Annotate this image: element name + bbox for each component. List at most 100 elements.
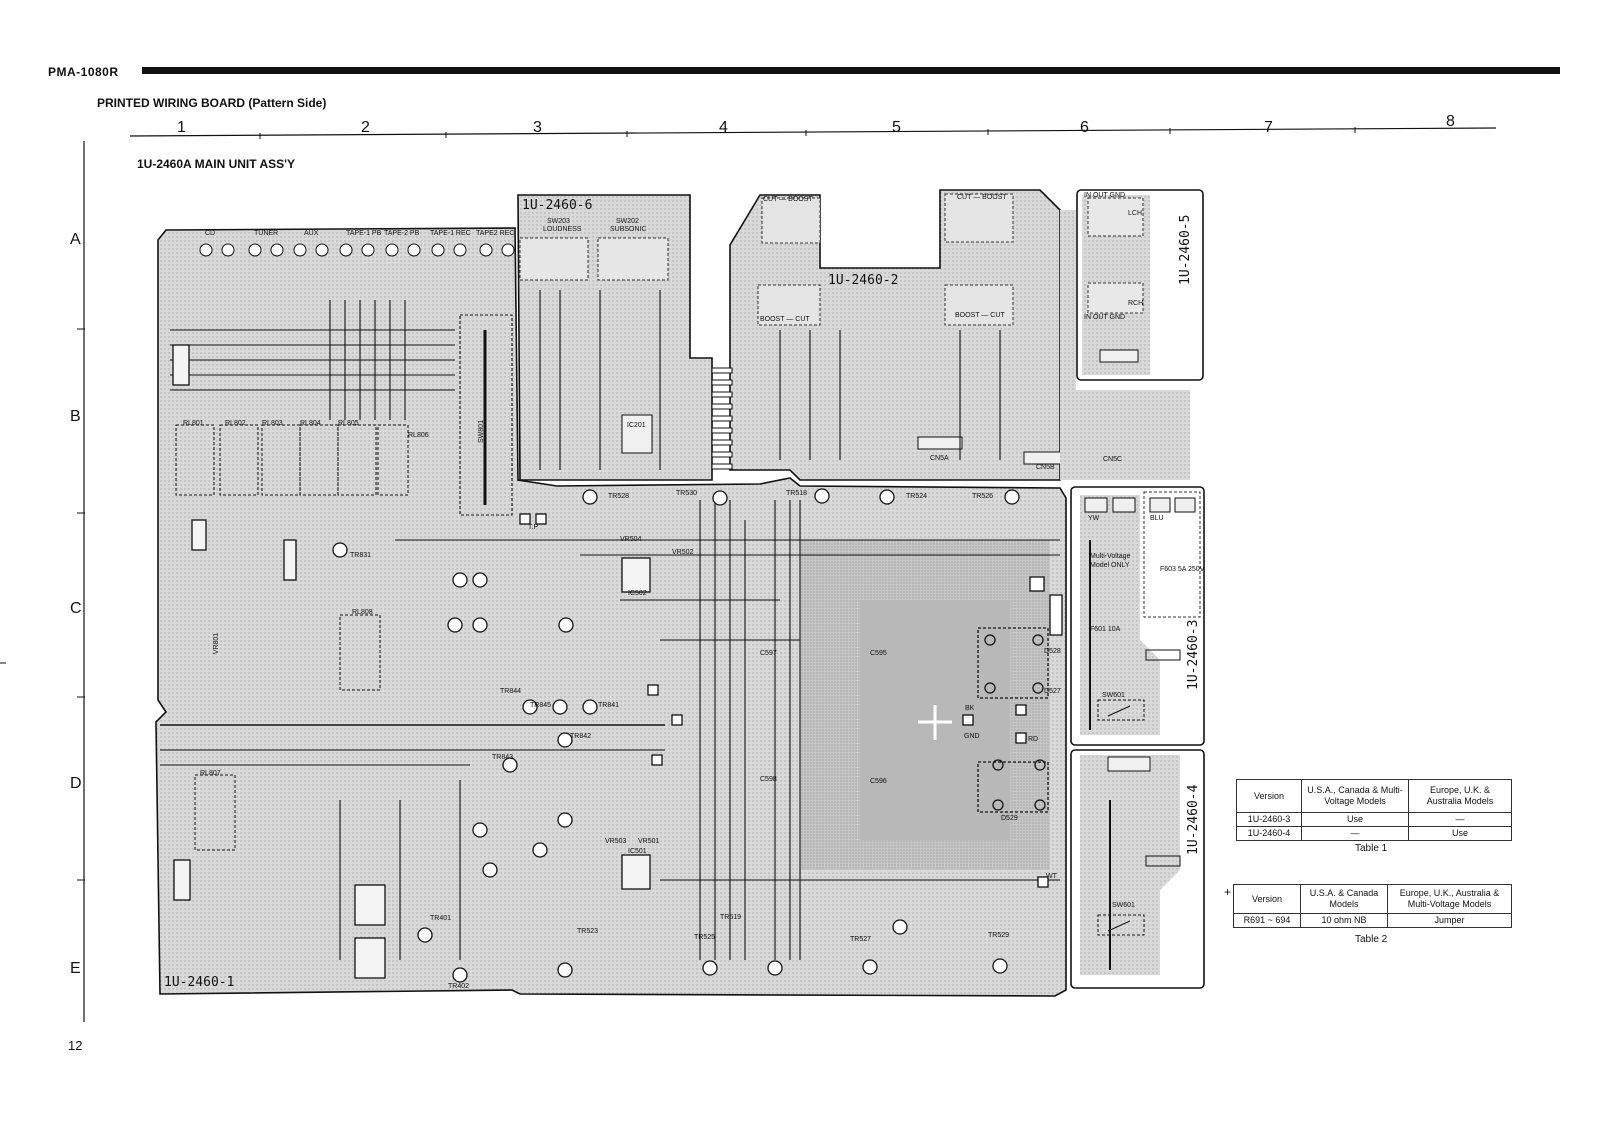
label-f601: F601 10A xyxy=(1090,626,1121,633)
label-in-out-gnd-2: IN OUT GND xyxy=(1084,314,1126,321)
label-tr831: TR831 xyxy=(350,552,372,559)
version-table-2: Version U.S.A. & Canada Models Europe, U… xyxy=(1233,884,1512,928)
label-tr525: TR525 xyxy=(694,934,716,941)
label-tp: T.P xyxy=(528,524,539,531)
table-cell: Europe, U.K. & Australia Models xyxy=(1408,779,1512,813)
grid-row-e: E xyxy=(70,960,81,977)
label-bk: BK xyxy=(965,705,975,712)
board-label-4: 1U-2460-4 xyxy=(1186,784,1201,855)
label-vr504: VR504 xyxy=(620,536,642,543)
label-loudness: LOUDNESS xyxy=(543,226,582,233)
label-ic201: IC201 xyxy=(627,422,646,429)
grid-col-2: 2 xyxy=(361,119,370,136)
table-2-mark: + xyxy=(1224,885,1232,899)
label-in-out-gnd: IN OUT GND xyxy=(1084,192,1126,199)
label-rl802: RL802 xyxy=(225,420,246,427)
table-cell: 1U-2460-3 xyxy=(1236,812,1302,827)
board-1u-2460-2 xyxy=(729,189,1190,481)
label-rl806: RL806 xyxy=(408,432,429,439)
label-wt: WT xyxy=(1046,873,1057,880)
grid-row-a: A xyxy=(70,231,81,248)
grid-col-6: 6 xyxy=(1080,119,1089,136)
relay-block xyxy=(175,424,409,851)
board-label-3: 1U-2460-3 xyxy=(1186,619,1201,690)
jack-label-tape1-pb: TAPE-1 PB xyxy=(346,230,382,237)
label-bass-cut-boost: CUT — BOOST xyxy=(763,196,813,203)
label-vr502: VR502 xyxy=(672,549,694,556)
table-row: R691 ~ 694 10 ohm NB Jumper xyxy=(1233,913,1512,928)
label-tr523: TR523 xyxy=(577,928,599,935)
grid-row-b: B xyxy=(70,408,81,425)
label-rd: RD xyxy=(1028,736,1039,743)
jack-label-tape2-rec: TAPE2 REC xyxy=(476,230,515,237)
grid-col-5: 5 xyxy=(892,119,901,136)
label-d529: D529 xyxy=(1001,815,1018,822)
label-c595: C595 xyxy=(870,650,887,657)
label-tr519: TR519 xyxy=(720,914,742,921)
label-yw: YW xyxy=(1088,515,1100,522)
board-main xyxy=(155,227,1067,997)
table-cell: 1U-2460-4 xyxy=(1236,826,1302,841)
label-sw601-b: SW601 xyxy=(1112,902,1135,909)
label-tr841: TR841 xyxy=(598,702,620,709)
label-sw202: SW202 xyxy=(616,218,639,225)
input-jacks xyxy=(199,243,515,257)
label-tr843: TR843 xyxy=(492,754,514,761)
jack-label-tape2-pb: TAPE-2 PB xyxy=(384,230,420,237)
label-tr845: TR845 xyxy=(530,702,552,709)
label-lch: LCH xyxy=(1128,210,1143,217)
label-tr530: TR530 xyxy=(676,490,698,497)
page-frame xyxy=(0,127,1497,1022)
label-tr842: TR842 xyxy=(570,733,592,740)
power-switch-symbols xyxy=(1097,649,1181,936)
grid-col-3: 3 xyxy=(533,119,542,136)
page-title-sub: (Pattern Side) xyxy=(248,96,327,110)
label-tr518: TR518 xyxy=(786,490,808,497)
table-cell: Use xyxy=(1301,812,1409,827)
board-1u-2460-6 xyxy=(517,194,713,481)
label-rl805: RL805 xyxy=(338,420,359,427)
jack-label-aux: AUX xyxy=(304,230,319,237)
label-vr501: VR501 xyxy=(638,838,660,845)
table-cell: — xyxy=(1301,826,1409,841)
transistors xyxy=(332,488,1020,983)
page-title: PRINTED WIRING BOARD (Pattern Side) xyxy=(97,96,326,110)
table-cell: — xyxy=(1408,812,1512,827)
label-c597: C597 xyxy=(760,650,777,657)
label-blu: BLU xyxy=(1150,515,1164,522)
page-title-main: PRINTED WIRING BOARD xyxy=(97,96,245,110)
grid-col-1: 1 xyxy=(177,119,186,136)
table-cell: U.S.A. & Canada Models xyxy=(1300,884,1388,914)
label-rl803: RL803 xyxy=(262,420,283,427)
label-ic502: IC502 xyxy=(628,590,647,597)
page-number: 12 xyxy=(68,1038,83,1053)
label-vr801: VR801 xyxy=(213,632,221,655)
table-cell: Version xyxy=(1236,779,1302,813)
label-sw801: SW801 xyxy=(477,420,485,443)
table-2-caption: Table 2 xyxy=(1355,934,1388,945)
table-row: Version U.S.A., Canada & Multi-Voltage M… xyxy=(1236,779,1512,813)
grid-col-4: 4 xyxy=(719,119,728,136)
board-label-5: 1U-2460-5 xyxy=(1178,214,1193,285)
label-cn5a: CN5A xyxy=(930,455,949,462)
label-bass-boost-cut: BOOST — CUT xyxy=(760,316,810,323)
label-tr527: TR527 xyxy=(850,936,872,943)
board-connector-fingers xyxy=(711,367,733,470)
header-rule xyxy=(142,67,1560,74)
label-rl808: RL808 xyxy=(352,609,373,616)
label-tr844: TR844 xyxy=(500,688,522,695)
label-treble-boost-cut: BOOST — CUT xyxy=(955,312,1005,319)
label-f603: F603 5A 250V xyxy=(1160,566,1205,573)
assembly-title: 1U-2460A MAIN UNIT ASS'Y xyxy=(137,157,295,171)
table-row: Version U.S.A. & Canada Models Europe, U… xyxy=(1233,884,1512,914)
label-tr526: TR526 xyxy=(972,493,994,500)
grid-col-7: 7 xyxy=(1264,119,1273,136)
grid-col-8: 8 xyxy=(1446,113,1455,130)
label-sw601: SW601 xyxy=(1102,692,1125,699)
label-d527: D527 xyxy=(1044,688,1061,695)
label-rl804: RL804 xyxy=(300,420,321,427)
table-cell: Europe, U.K., Australia & Multi-Voltage … xyxy=(1387,884,1512,914)
label-treble-cut-boost: CUT — BOOST xyxy=(957,194,1007,201)
label-tr401: TR401 xyxy=(430,915,452,922)
